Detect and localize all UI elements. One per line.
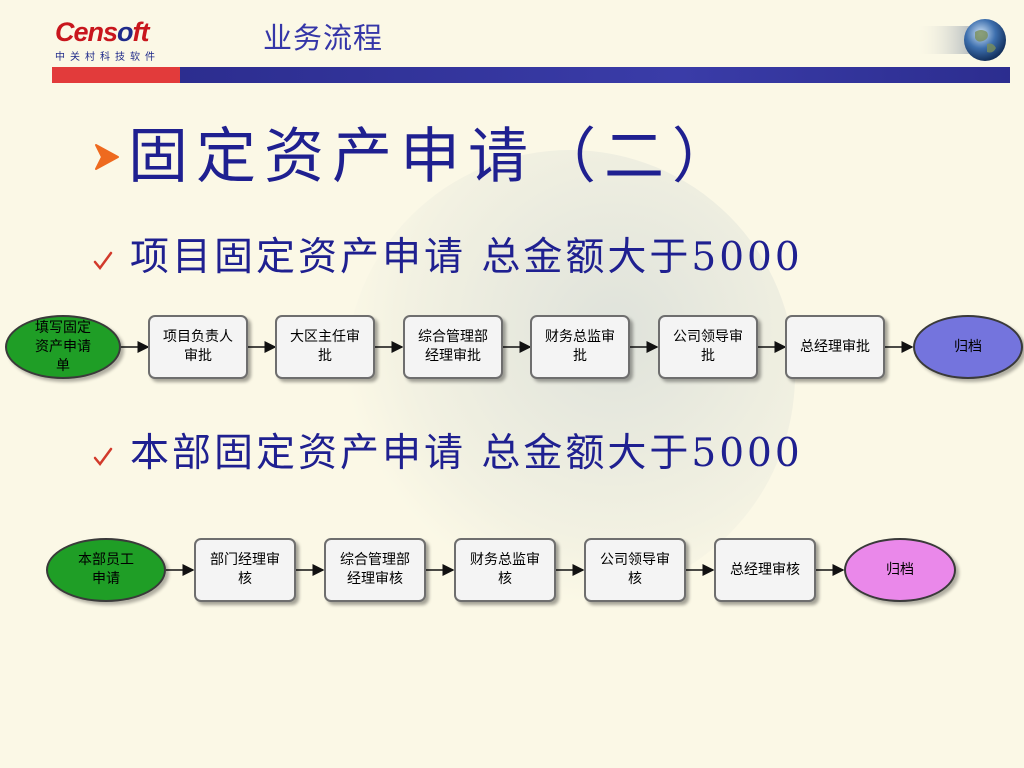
flow1-end-node: 归档	[913, 315, 1023, 379]
censoft-logo: Censoft 中关村科技软件	[55, 18, 185, 66]
flow2-step-node: 总经理审核	[714, 538, 816, 602]
flow2-step-node: 财务总监审核	[454, 538, 556, 602]
flow2-step-node: 综合管理部经理审核	[324, 538, 426, 602]
flow1-start-node: 填写固定资产申请单	[5, 315, 121, 379]
subheading-project-text: 项目固定资产申请 总金额大于5000	[130, 235, 803, 280]
header-title: 业务流程	[263, 21, 384, 55]
flow1-step-node: 财务总监审批	[530, 315, 630, 379]
subheading-hq-text: 本部固定资产申请 总金额大于5000	[130, 431, 803, 476]
flow1-step-node: 综合管理部经理审批	[403, 315, 503, 379]
flow2-step-node: 部门经理审核	[194, 538, 296, 602]
flow2-end-node: 归档	[844, 538, 956, 602]
header-bar-blue	[180, 67, 1010, 83]
logo-wordmark: Censoft	[55, 17, 150, 47]
arrow-bullet-icon	[95, 144, 119, 170]
logo-subtitle: 中关村科技软件	[55, 52, 160, 63]
flow1-step-node: 项目负责人审批	[148, 315, 248, 379]
flow1-step-node: 总经理审批	[785, 315, 885, 379]
flow2-step-node: 公司领导审核	[584, 538, 686, 602]
subheading-project: 项目固定资产申请 总金额大于5000	[92, 234, 803, 282]
globe-icon	[915, 19, 1006, 61]
checkmark-icon	[93, 251, 113, 271]
flow2-start-node: 本部员工申请	[46, 538, 166, 602]
heading-main-text: 固定资产申请（二）	[128, 122, 740, 192]
subheading-hq: 本部固定资产申请 总金额大于5000	[92, 430, 803, 478]
checkmark-icon	[93, 447, 113, 467]
flow1-step-node: 公司领导审批	[658, 315, 758, 379]
heading-main: 固定资产申请（二）	[92, 122, 740, 192]
flow1-step-node: 大区主任审批	[275, 315, 375, 379]
header-bar-red	[52, 67, 180, 83]
